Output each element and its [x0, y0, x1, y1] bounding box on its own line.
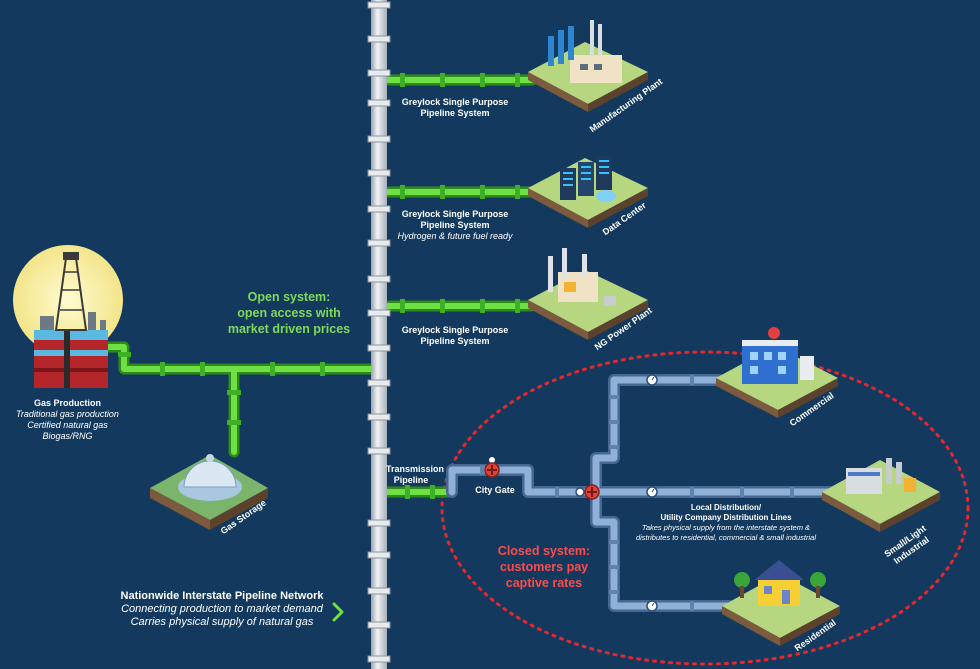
gas-production-line: Traditional gas production: [16, 409, 119, 419]
interstate-title: Nationwide Interstate Pipeline Network: [120, 590, 324, 602]
greylock-line: Pipeline System: [420, 108, 490, 118]
open-system-line: market driven prices: [227, 322, 351, 336]
valve-icon: [484, 462, 600, 500]
ldc-label: Local Distribution/ Utility Company Dist…: [628, 503, 824, 543]
closed-system-label: Closed system: customers pay captive rat…: [494, 543, 594, 591]
greylock-line: Greylock Single Purpose: [401, 97, 509, 107]
residential-house-icon: [722, 560, 840, 646]
interstate-line: Carries physical supply of natural gas: [130, 616, 314, 628]
gas-production-line: Certified natural gas: [27, 420, 108, 430]
greylock-line: Greylock Single Purpose: [401, 209, 509, 219]
closed-system-line: Closed system:: [497, 544, 591, 558]
gas-production-title: Gas Production: [33, 398, 101, 408]
open-system-line: open access with: [237, 306, 341, 320]
gas-production-label: Gas Production Traditional gas productio…: [5, 398, 130, 442]
power-plant-icon: [528, 248, 648, 340]
data-center-icon: [528, 156, 648, 228]
open-system-line: Open system:: [247, 290, 331, 304]
greylock-pipeline-label-3: Greylock Single Purpose Pipeline System: [395, 325, 515, 347]
greylock-pipeline-label-2: Greylock Single Purpose Pipeline System …: [392, 209, 518, 242]
green-pipes: [102, 73, 538, 499]
commercial-building-icon: [716, 327, 838, 418]
chevron-right-icon: [332, 602, 344, 622]
greylock-pipeline-label-1: Greylock Single Purpose Pipeline System: [395, 97, 515, 119]
greylock-line: Pipeline System: [420, 336, 490, 346]
ldc-title: Utility Company Distribution Lines: [660, 513, 792, 522]
city-gate-label: City Gate: [475, 485, 515, 495]
greylock-line: Greylock Single Purpose: [401, 325, 509, 335]
gas-storage-tank-icon: [150, 454, 268, 530]
ldc-title: Local Distribution/: [690, 503, 762, 512]
oil-derrick-icon: [13, 245, 123, 388]
interstate-pipeline: [367, 0, 391, 669]
open-system-label: Open system: open access with market dri…: [226, 289, 352, 337]
transmission-line: Pipeline: [393, 475, 429, 485]
industrial-plant-icon: [822, 458, 940, 532]
manufacturing-plant-icon: [528, 20, 648, 112]
greylock-note: Hydrogen & future fuel ready: [397, 231, 513, 241]
closed-system-line: customers pay: [499, 560, 589, 574]
transmission-line: Transmission: [386, 464, 445, 474]
interstate-line: Connecting production to market demand: [121, 603, 323, 615]
greylock-line: Pipeline System: [420, 220, 490, 230]
interstate-network-label: Nationwide Interstate Pipeline Network C…: [108, 590, 336, 629]
closed-system-boundary: [440, 350, 970, 666]
transmission-pipeline-label: Transmission Pipeline: [386, 464, 445, 486]
ldc-desc: Takes physical supply from the interstat…: [641, 523, 811, 532]
ldc-desc: distributes to residential, commercial &…: [635, 533, 817, 542]
gas-production-line: Biogas/RNG: [42, 431, 93, 441]
gauge-icon: [489, 374, 658, 612]
closed-system-line: captive rates: [505, 576, 583, 590]
